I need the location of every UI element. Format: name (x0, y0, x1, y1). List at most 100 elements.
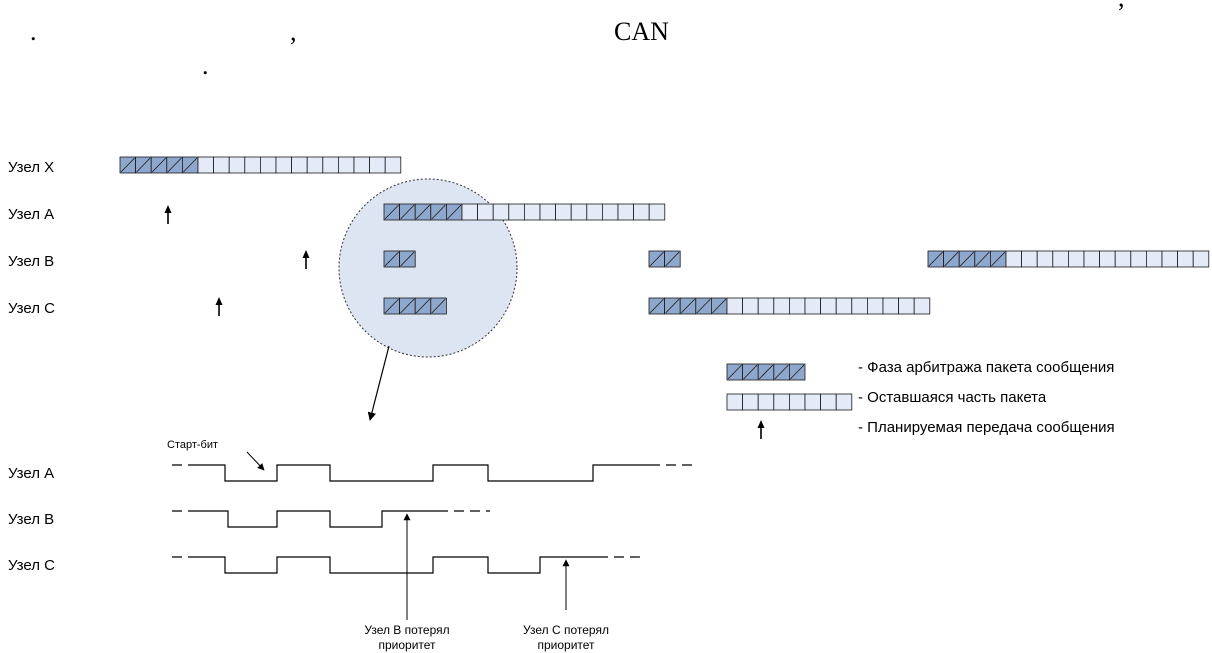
remainder-cell (1021, 250, 1038, 268)
packet-node-a (383, 203, 666, 221)
remainder-cell (570, 203, 588, 221)
remainder-cell (492, 203, 510, 221)
node-b-lost-label-line1: Узел B потерял (364, 623, 449, 637)
packet-node-c (648, 297, 931, 315)
waveform-node-c (198, 556, 598, 574)
waveform-node-a (198, 464, 650, 482)
remainder-cell (1099, 250, 1116, 268)
remainder-cell (586, 203, 603, 221)
remainder-cell (461, 203, 479, 221)
node-c-lost-label-line2: приоритет (537, 638, 595, 652)
zoom-circle (338, 178, 518, 358)
arbitration-hatch (400, 298, 415, 314)
legend-arbitration-swatch (726, 363, 806, 381)
remainder-cell (322, 156, 339, 174)
remainder-cell (353, 156, 371, 174)
remainder-cell (851, 297, 868, 315)
arbitration-hatch (959, 251, 975, 267)
remainder-cell (898, 297, 915, 315)
header-can: CAN (614, 17, 669, 46)
arbitration-hatch (447, 204, 462, 220)
packet-node-b-attempt-1 (383, 250, 416, 268)
remainder-cell (804, 393, 822, 411)
remainder-cell (337, 156, 355, 174)
bottom-node-b-label: Узел B (8, 511, 54, 528)
remainder-cell (1068, 250, 1085, 268)
remainder-cell (555, 203, 572, 221)
arbitration-hatch (120, 157, 135, 173)
remainder-cell (617, 203, 635, 221)
arbitration-hatch (649, 251, 664, 267)
remainder-cell (197, 156, 215, 174)
arbitration-hatch (991, 251, 1006, 267)
remainder-cell (259, 156, 277, 174)
remainder-cell (726, 393, 744, 411)
arbitration-hatch (665, 298, 680, 314)
remainder-cell (524, 203, 541, 221)
arbitration-hatch (928, 251, 943, 267)
remainder-cell (213, 156, 230, 174)
arbitration-hatch (183, 157, 198, 173)
arbitration-hatch (400, 204, 415, 220)
arbitration-hatch (400, 251, 415, 267)
remainder-cell (1052, 250, 1069, 268)
arbitration-hatch (743, 364, 758, 380)
remainder-cell (369, 156, 386, 174)
arbitration-hatch (431, 298, 446, 314)
legend-remainder-swatch (726, 393, 853, 411)
packet-node-b-attempt-2 (648, 250, 681, 268)
remainder-cell (275, 156, 293, 174)
remainder-cell (835, 393, 853, 411)
planned-arrows (164, 205, 765, 439)
remainder-cell (789, 297, 806, 315)
remainder-cell (867, 297, 884, 315)
legend-planned-arrow-icon (757, 420, 765, 428)
remainder-cell (1177, 250, 1194, 268)
arbitration-hatch (727, 364, 742, 380)
legend-blocks (726, 363, 853, 411)
node-a-label: Узел A (8, 206, 54, 223)
header-comma-2: , (1118, 0, 1125, 12)
arbitration-hatch (774, 364, 789, 380)
remainder-cell (1114, 250, 1132, 268)
remainder-cell (648, 203, 666, 221)
remainder-cell (820, 297, 837, 315)
planned-arrow-node-b-icon (302, 250, 310, 258)
packet-blocks (119, 156, 1210, 315)
arbitration-hatch (712, 298, 727, 314)
remainder-cell (804, 297, 822, 315)
bottom-node-c-label: Узел C (8, 557, 55, 574)
legend-arbitration-label: - Фаза арбитража пакета сообщения (858, 359, 1114, 376)
remainder-cell (742, 393, 759, 411)
remainder-cell (306, 156, 324, 174)
arbitration-hatch (431, 204, 446, 220)
remainder-cell (477, 203, 494, 221)
remainder-cell (913, 297, 931, 315)
node-b-label: Узел B (8, 253, 54, 270)
start-bit-label: Старт-бит (167, 439, 218, 451)
remainder-cell (1036, 250, 1054, 268)
remainder-cell (757, 393, 775, 411)
remainder-cell (633, 203, 650, 221)
packet-node-c-attempt-1 (383, 297, 447, 315)
arbitration-hatch (790, 364, 805, 380)
arbitration-hatch (665, 251, 680, 267)
header-dot-2: . (202, 51, 209, 80)
arbitration-hatch (975, 251, 990, 267)
arbitration-hatch (167, 157, 182, 173)
remainder-cell (508, 203, 525, 221)
arbitration-hatch (944, 251, 959, 267)
remainder-cell (773, 393, 790, 411)
start-bit-arrow (246, 451, 265, 471)
arbitration-hatch (384, 298, 399, 314)
legend-planned-label: - Планируемая передача сообщения (858, 419, 1115, 436)
remainder-cell (602, 203, 619, 221)
remainder-cell (789, 393, 806, 411)
header-comma: , (290, 17, 297, 46)
remainder-cell (1161, 250, 1179, 268)
remainder-cell (384, 156, 402, 174)
arbitration-hatch (649, 298, 664, 314)
arbitration-hatch (384, 251, 399, 267)
remainder-cell (773, 297, 790, 315)
remainder-cell (1130, 250, 1147, 268)
